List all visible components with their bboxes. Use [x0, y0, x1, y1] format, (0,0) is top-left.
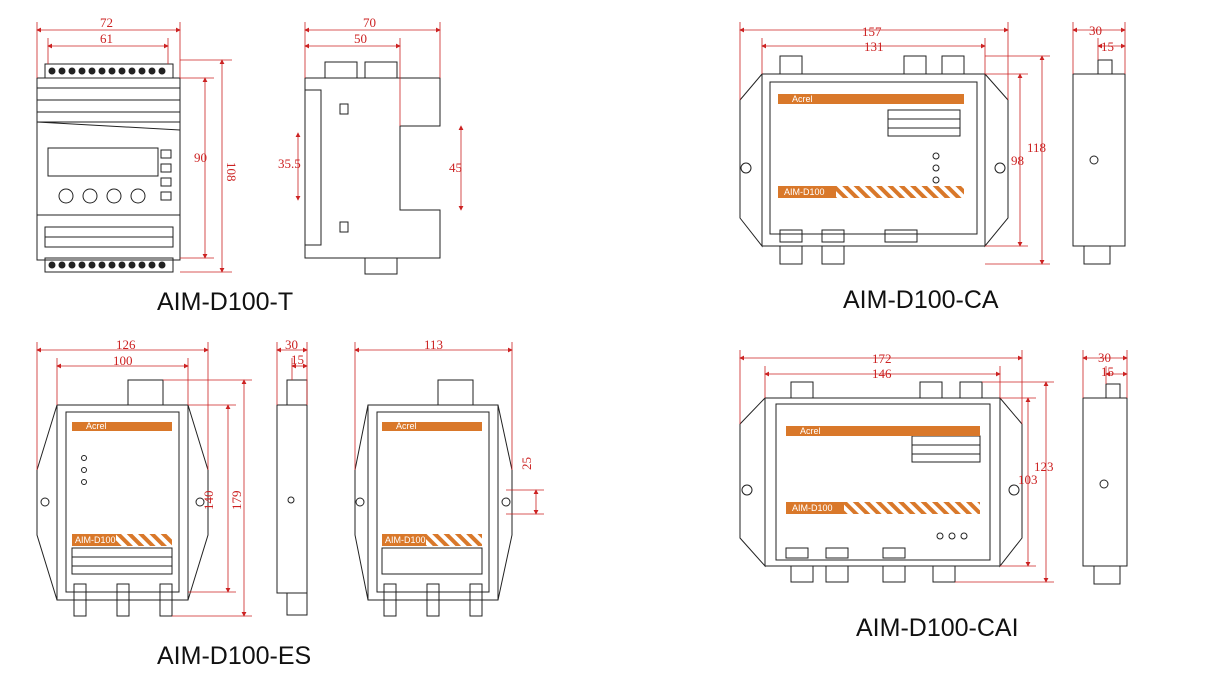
t-dim-inner-depth: 50 — [354, 31, 367, 46]
es-dim-inner-height: 140 — [201, 491, 216, 511]
t-dim-height: 108 — [224, 162, 239, 182]
ca-side-dims — [1072, 22, 1126, 74]
es-back-dims — [354, 342, 544, 515]
es-acrel-label: Acrel — [86, 421, 107, 431]
es-dim-inner-width: 100 — [113, 353, 133, 368]
t-dim-width: 72 — [100, 15, 113, 30]
cai-brand-plate — [786, 502, 844, 514]
cai-side-dims — [1082, 350, 1128, 398]
cai-front-view — [739, 381, 1023, 583]
ca-side-view — [1072, 59, 1126, 265]
cai-dim-inner-width: 146 — [872, 366, 892, 381]
caption-es: AIM-D100-ES — [157, 642, 311, 670]
caption-t: AIM-D100-T — [157, 288, 293, 316]
es-side-view — [276, 379, 308, 616]
ca-dim-inner-width: 131 — [864, 39, 884, 54]
cai-dim-width: 172 — [872, 351, 892, 366]
ca-front-view — [739, 55, 1009, 265]
es-dim-inner-depth: 15 — [291, 352, 304, 367]
ca-dim-depth: 30 — [1089, 23, 1102, 38]
es-dim-width: 126 — [116, 337, 136, 352]
ca-brand-plate — [778, 186, 836, 198]
cai-orange-band — [786, 426, 980, 436]
es-dim-hole: 25 — [519, 457, 534, 470]
t-dim-rail: 35.5 — [278, 156, 301, 171]
cai-dim-depth: 30 — [1098, 350, 1111, 365]
t-dim-depth: 70 — [363, 15, 376, 30]
t-dim-inner-width: 61 — [100, 31, 113, 46]
ca-orange-band — [778, 94, 964, 104]
ca-dim-height: 118 — [1027, 140, 1046, 155]
cai-dim-inner-height: 103 — [1018, 472, 1038, 487]
caption-cai: AIM-D100-CAI — [856, 614, 1019, 642]
t-side-dims — [295, 22, 464, 211]
es-front-view — [36, 379, 209, 617]
es-back-brand-label: AIM-D100 — [385, 535, 426, 545]
es-back-view — [354, 379, 513, 617]
es-brand-plate — [72, 534, 116, 546]
t-front-view — [36, 63, 181, 273]
es-back-acrel-label: Acrel — [396, 421, 417, 431]
ca-acrel-label: Acrel — [792, 94, 813, 104]
t-dim-step: 45 — [449, 160, 462, 175]
es-back-brand-plate — [382, 534, 426, 546]
es-back-orange-band — [382, 422, 482, 431]
ca-dims — [739, 22, 1050, 265]
cai-acrel-label: Acrel — [800, 426, 821, 436]
cai-brand-label: AIM-D100 — [792, 503, 833, 513]
ca-dim-width: 157 — [862, 24, 882, 39]
cai-dims — [739, 350, 1054, 583]
ca-brand-label: AIM-D100 — [784, 187, 825, 197]
cai-side-view — [1082, 383, 1128, 585]
ca-dim-inner-depth: 15 — [1101, 39, 1114, 54]
es-dim-depth: 30 — [285, 337, 298, 352]
t-side-view — [304, 61, 441, 275]
es-dim-height: 179 — [229, 491, 244, 511]
cai-dim-inner-depth: 15 — [1101, 364, 1114, 379]
cai-dim-height: 123 — [1034, 459, 1054, 474]
es-side-dims — [276, 342, 308, 405]
ca-dim-inner-height: 98 — [1011, 153, 1024, 168]
t-dim-inner-height: 90 — [194, 150, 207, 165]
es-dims — [36, 342, 252, 617]
es-brand-label: AIM-D100 — [75, 535, 116, 545]
caption-ca: AIM-D100-CA — [843, 286, 999, 314]
es-dim-back-width: 113 — [424, 337, 443, 352]
t-front-dims — [36, 22, 232, 273]
es-orange-band — [72, 422, 172, 431]
